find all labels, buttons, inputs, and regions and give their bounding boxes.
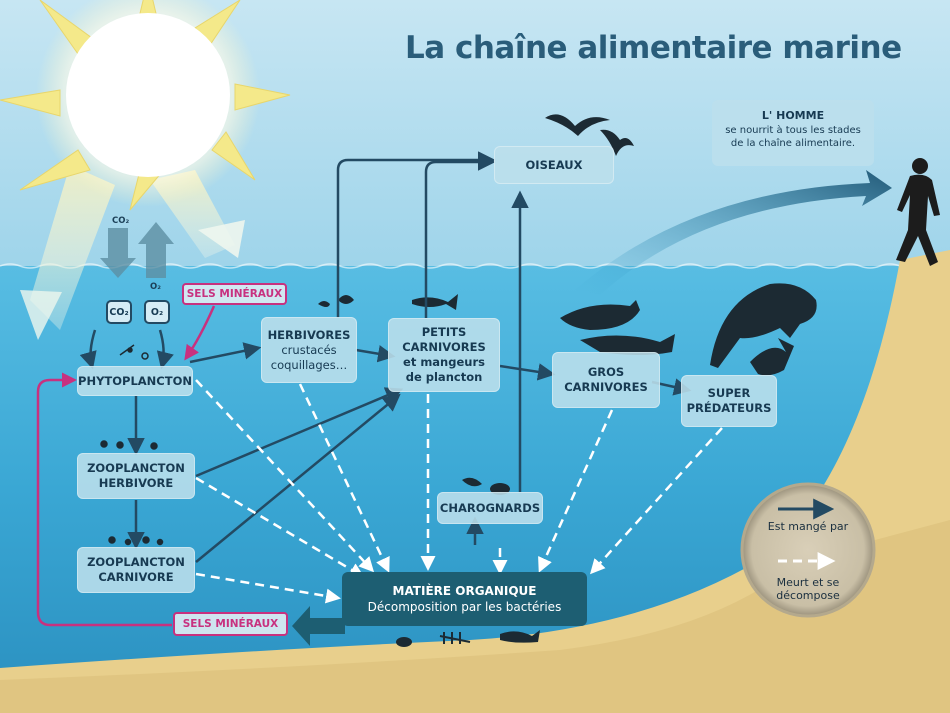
human-note-title: L' HOMME <box>761 109 825 122</box>
node-label: ZOOPLANCTON <box>87 461 185 475</box>
node-sublabel: Décomposition par les bactéries <box>367 600 562 614</box>
node-label: GROS <box>587 365 625 379</box>
node-label: CARNIVORE <box>98 570 174 584</box>
co2-down-arrow <box>100 228 136 278</box>
legend-eaten-label: Est mangé par <box>767 520 849 533</box>
co2-box: CO₂ <box>106 300 132 324</box>
node-herbivores: HERBIVORES crustacés coquillages… <box>261 317 357 383</box>
sun-beam-arrowhead <box>198 220 245 258</box>
node-label: CARNIVORES <box>402 340 486 354</box>
bird-icon <box>545 114 634 156</box>
node-zooplancton-carnivore: ZOOPLANCTON CARNIVORE <box>77 547 195 593</box>
node-label: MATIÈRE ORGANIQUE <box>392 584 537 598</box>
sand-shore <box>0 250 950 713</box>
human-eats-arrow <box>575 170 892 295</box>
node-label: HERBIVORES <box>267 327 351 342</box>
node-label: PHYTOPLANCTON <box>78 373 192 388</box>
sun-beam <box>30 165 115 330</box>
node-sublabel: coquillages… <box>270 357 348 372</box>
node-oiseaux: OISEAUX <box>494 146 614 184</box>
node-label: SUPER <box>707 386 751 400</box>
node-label: HERBIVORE <box>98 476 174 490</box>
node-zooplancton-herbivore: ZOOPLANCTON HERBIVORE <box>77 453 195 499</box>
node-label: CARNIVORES <box>564 380 648 394</box>
legend-panel <box>740 482 876 618</box>
node-gros-carnivores: GROS CARNIVORES <box>552 352 660 408</box>
fish-silhouette-icons <box>318 283 817 376</box>
sand-shadow <box>0 520 950 713</box>
sun-beam-arrowhead <box>20 290 62 340</box>
node-super-predateurs: SUPER PRÉDATEURS <box>681 375 777 427</box>
sun-icon <box>0 0 291 211</box>
node-label: PRÉDATEURS <box>686 401 772 415</box>
o2-box: O₂ <box>144 300 170 324</box>
human-note: L' HOMME se nourrit à tous les stades de… <box>712 100 874 166</box>
sels-mineraux-top: SELS MINÉRAUX <box>182 283 287 305</box>
node-label: ZOOPLANCTON <box>87 555 185 569</box>
co2-label: CO₂ <box>112 216 130 226</box>
decompose-arrows <box>195 379 723 604</box>
node-label: CHAROGNARDS <box>439 500 541 515</box>
return-to-salts-arrow <box>292 606 345 646</box>
seabed-creature-icons <box>396 477 540 647</box>
node-phytoplancton: PHYTOPLANCTON <box>77 366 193 396</box>
mineral-salt-loop <box>36 305 216 627</box>
legend-decompose-line: Meurt et se <box>776 576 840 589</box>
o2-label: O₂ <box>150 282 161 292</box>
node-label: OISEAUX <box>525 157 583 172</box>
node-sublabel: de plancton <box>405 370 483 384</box>
o2-up-arrow <box>138 222 174 278</box>
node-sublabel: et mangeurs <box>403 355 485 369</box>
human-note-line: se nourrit à tous les stades <box>725 125 861 136</box>
human-note-line: de la chaîne alimentaire. <box>730 138 856 149</box>
legend-decompose-line: décompose <box>776 589 840 602</box>
legend-decompose-label: Meurt et se décompose <box>758 576 858 602</box>
node-charognards: CHAROGNARDS <box>437 492 543 524</box>
sels-mineraux-bottom: SELS MINÉRAUX <box>173 612 288 636</box>
page-title: La chaîne alimentaire marine <box>405 30 902 66</box>
node-label: PETITS <box>421 325 467 339</box>
node-matiere-organique: MATIÈRE ORGANIQUE Décomposition par les … <box>342 572 587 626</box>
human-icon <box>896 158 940 266</box>
node-petits-carnivores: PETITS CARNIVORES et mangeurs de plancto… <box>388 318 500 392</box>
node-sublabel: crustacés <box>281 342 337 357</box>
